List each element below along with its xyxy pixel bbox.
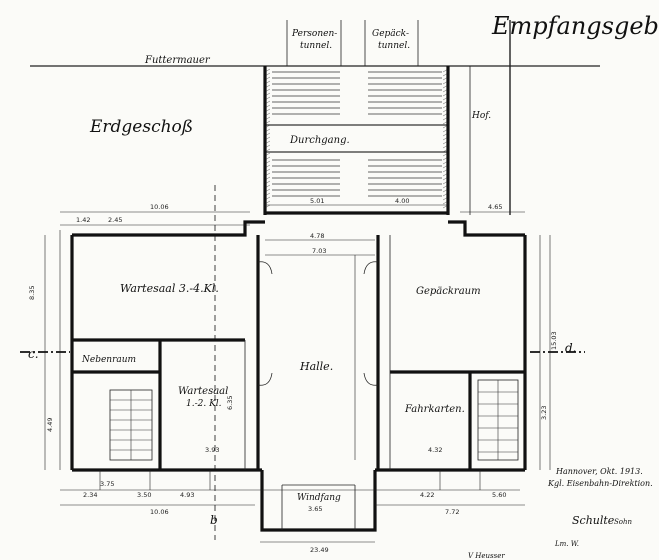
hall-label: Halle. (299, 360, 333, 373)
dim-4-65: 4.65 (488, 203, 502, 211)
signature-extra: Sohn (614, 518, 633, 526)
dim-3-23: 3.23 (540, 406, 548, 420)
bottom-note: V Heusser (468, 552, 505, 560)
dim-3-50: 3.50 (137, 491, 151, 499)
ticket-office-label: Fahrkarten. (404, 404, 465, 415)
corridor-label: Durchgang. (289, 135, 350, 146)
dim-3-75: 3.75 (100, 480, 114, 488)
dim-4-49: 4.49 (46, 418, 54, 432)
dim-10-06-bottom: 10.06 (150, 508, 169, 516)
authority-name: Kgl. Eisenbahn-Direktion. (547, 479, 653, 488)
drawing-title: Empfangsgebäude (491, 12, 659, 40)
building-walls (30, 20, 600, 532)
passenger-tunnel-label-1: Personen- (291, 29, 337, 39)
dim-4-00: 4.00 (395, 197, 409, 205)
luggage-room-label: Gepäckraum (416, 286, 481, 297)
court-label: Hof. (471, 111, 491, 121)
vestibule-label: Windfang (297, 493, 341, 503)
authority-date: Hannover, Okt. 1913. (555, 467, 643, 476)
dim-10-06-top: 10.06 (150, 203, 169, 211)
dim-8-35: 8.35 (28, 286, 36, 300)
dim-5-60: 5.60 (492, 491, 506, 499)
dim-7-03: 7.03 (312, 247, 326, 255)
retaining-wall-label: Futtermauer (144, 55, 211, 66)
section-mark-b: b (210, 513, 218, 527)
dim-15-03: 15.03 (550, 331, 558, 350)
bottom-note-right: Lm. W. (554, 540, 579, 548)
waiting-room-3-4-label: Wartesaal 3.-4.Kl. (120, 282, 219, 295)
waiting-room-1-2-label-1: Wartesaal (178, 386, 228, 397)
section-mark-d: d. (565, 341, 577, 355)
dim-5-01: 5.01 (310, 197, 324, 205)
dim-4-93: 4.93 (180, 491, 194, 499)
dim-3-65: 3.65 (308, 505, 322, 513)
section-mark-c: c. (28, 347, 39, 361)
waiting-room-1-2-label-2: 1.-2. Kl. (186, 399, 222, 409)
dim-4-22: 4.22 (420, 491, 434, 499)
dim-1-42: 1.42 (76, 216, 90, 224)
luggage-tunnel-label-2: tunnel. (378, 41, 410, 51)
dim-7-72: 7.72 (445, 508, 459, 516)
dim-6-35: 6.35 (226, 396, 234, 410)
tunnel-hatching (264, 68, 449, 209)
floor-label: Erdgeschoß (89, 117, 193, 137)
dim-2-34: 2.34 (83, 491, 97, 499)
dim-2-45: 2.45 (108, 216, 122, 224)
dim-3-93: 3.93 (205, 446, 219, 454)
luggage-tunnel-label-1: Gepäck- (372, 29, 409, 39)
passenger-tunnel-label-2: tunnel. (300, 41, 332, 51)
signature: Schulte (572, 514, 615, 527)
dim-23-49: 23.49 (310, 546, 329, 554)
dimension-lines (44, 204, 551, 543)
dim-4-78: 4.78 (310, 232, 324, 240)
dim-4-32: 4.32 (428, 446, 442, 454)
section-cut-lines (20, 185, 585, 540)
side-room-label: Nebenraum (81, 355, 136, 365)
